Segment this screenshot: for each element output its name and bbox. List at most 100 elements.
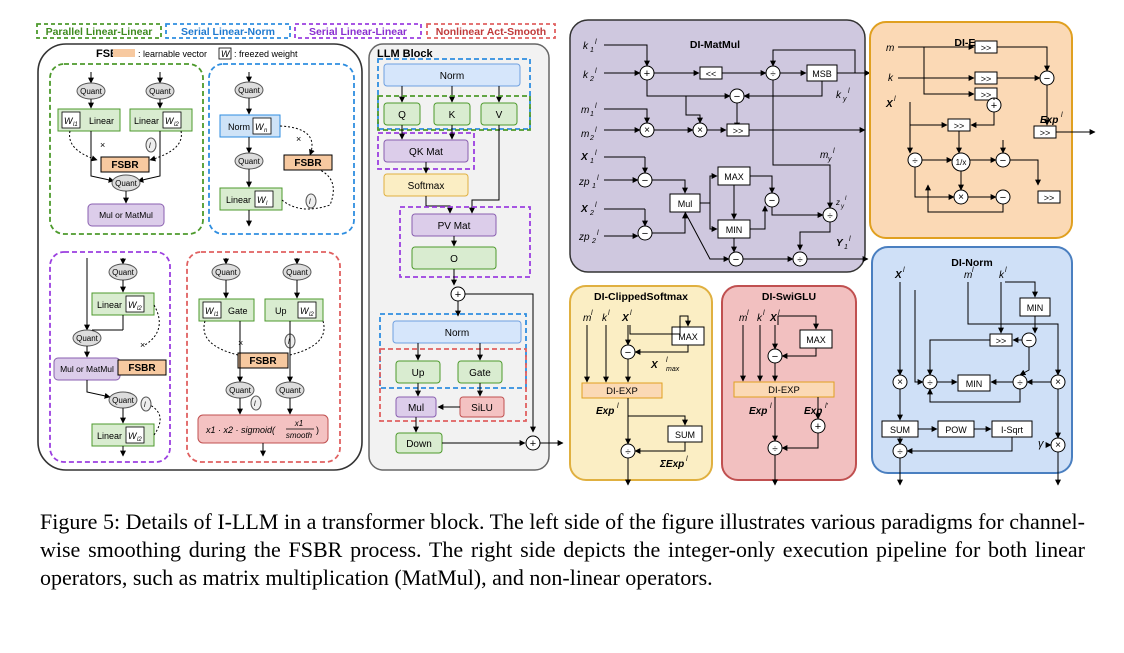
svg-text:2: 2: [589, 135, 594, 142]
svg-text:Quant: Quant: [112, 396, 135, 405]
svg-text:Linear: Linear: [226, 195, 251, 205]
svg-text:×: ×: [296, 134, 301, 144]
learnable-vector-swatch: [113, 49, 135, 57]
svg-text:Quant: Quant: [112, 268, 135, 277]
svg-text:k: k: [757, 313, 763, 324]
svg-text:W: W: [128, 431, 138, 441]
svg-text:y: y: [840, 204, 845, 210]
svg-text:l: l: [894, 96, 896, 103]
svg-text:1: 1: [592, 183, 596, 190]
svg-text:>>: >>: [1040, 128, 1051, 138]
legend-parallel: Parallel Linear-Linear: [46, 26, 153, 38]
svg-text:l2: l2: [174, 122, 179, 128]
svg-text:>>: >>: [954, 121, 965, 131]
svg-text:Norm: Norm: [228, 122, 250, 132]
svg-text:Quant: Quant: [286, 268, 309, 277]
svg-text:l: l: [833, 148, 835, 155]
svg-text:÷: ÷: [797, 255, 803, 266]
svg-text:Exp: Exp: [1040, 115, 1058, 126]
svg-text:+: +: [991, 100, 997, 112]
svg-text:l: l: [1061, 112, 1063, 119]
svg-text:Mul or MatMul: Mul or MatMul: [60, 364, 114, 374]
legend: Parallel Linear-Linear Serial Linear-Nor…: [36, 23, 556, 39]
svg-text:l: l: [597, 230, 599, 237]
svg-text:×: ×: [697, 125, 703, 136]
svg-text:÷: ÷: [625, 447, 631, 458]
svg-text:l: l: [666, 357, 668, 364]
svg-text:FSBR: FSBR: [294, 158, 322, 169]
svg-text:Quant: Quant: [149, 87, 172, 96]
svg-text:>>: >>: [981, 74, 992, 84]
svg-text:FSBR: FSBR: [111, 160, 139, 171]
svg-text:W: W: [205, 306, 215, 316]
svg-text:DI-MatMul: DI-MatMul: [690, 39, 740, 51]
svg-text:k: k: [602, 313, 608, 324]
svg-text:m: m: [964, 270, 972, 281]
svg-text:+: +: [455, 289, 461, 301]
svg-text:Mul: Mul: [678, 199, 693, 209]
svg-text:l: l: [608, 310, 610, 317]
svg-text:×: ×: [1055, 377, 1061, 388]
svg-text:l: l: [617, 403, 619, 410]
svg-text:÷: ÷: [827, 211, 833, 222]
svg-text:max: max: [666, 366, 680, 373]
svg-text:smooth: smooth: [286, 431, 313, 440]
svg-text:l: l: [597, 175, 599, 182]
svg-text:W: W: [300, 306, 310, 316]
svg-text:SiLU: SiLU: [471, 403, 493, 414]
svg-text:l2: l2: [137, 437, 142, 443]
svg-text:k: k: [888, 73, 894, 84]
svg-text:l2: l2: [309, 312, 314, 318]
svg-text:−: −: [733, 254, 739, 266]
svg-text:y: y: [842, 96, 847, 103]
svg-text:W: W: [64, 116, 74, 126]
svg-text:Quant: Quant: [229, 386, 252, 395]
svg-text:Exp: Exp: [596, 406, 614, 417]
svg-text:DI-Norm: DI-Norm: [951, 257, 992, 269]
svg-text:Q: Q: [398, 110, 406, 121]
svg-text:÷: ÷: [927, 378, 933, 389]
svg-text:−: −: [769, 195, 775, 207]
svg-text:l: l: [595, 103, 597, 110]
freezed-note: : freezed weight: [234, 49, 298, 59]
svg-text:l1: l1: [214, 312, 219, 318]
svg-text:Quant: Quant: [215, 268, 238, 277]
svg-text:l: l: [591, 310, 593, 317]
svg-text:l: l: [595, 127, 597, 134]
svg-text:γ: γ: [1038, 438, 1045, 450]
svg-text:m: m: [739, 313, 747, 324]
svg-text:Down: Down: [406, 439, 432, 450]
svg-text:Exp: Exp: [749, 406, 767, 417]
svg-text:k: k: [836, 90, 842, 101]
svg-text:W: W: [257, 195, 267, 205]
svg-text:×: ×: [238, 338, 243, 348]
svg-text:Quant: Quant: [76, 334, 99, 343]
svg-text:2: 2: [591, 238, 596, 245]
svg-text:W: W: [165, 116, 175, 126]
svg-text:X: X: [580, 152, 589, 163]
svg-text:l2: l2: [137, 306, 142, 312]
llm-block: LLM Block Norm Q K V QK Mat Softmax PV M…: [368, 43, 564, 471]
svg-text:−: −: [1000, 155, 1006, 167]
svg-text:+: +: [530, 438, 536, 450]
svg-text:MAX: MAX: [724, 172, 744, 182]
svg-text:x1: x1: [294, 419, 303, 428]
i-llm-diagram: Parallel Linear-Linear Serial Linear-Nor…: [36, 19, 1096, 486]
svg-text:l: l: [763, 310, 765, 317]
svg-text:Linear: Linear: [134, 116, 159, 126]
svg-text:>>: >>: [1044, 193, 1055, 203]
svg-text:1: 1: [844, 244, 848, 251]
svg-text:DI-SwiGLU: DI-SwiGLU: [762, 291, 816, 303]
svg-text:Mul or MatMul: Mul or MatMul: [99, 210, 153, 220]
svg-text:k: k: [999, 270, 1005, 281]
svg-text:÷: ÷: [770, 69, 776, 80]
svg-text:÷: ÷: [772, 444, 778, 455]
figure-caption: Figure 5: Details of I-LLM in a transfor…: [40, 509, 1085, 590]
svg-text:×: ×: [897, 377, 903, 388]
svg-text:+: +: [644, 68, 650, 80]
svg-text:×: ×: [100, 140, 105, 150]
svg-text:POW: POW: [945, 425, 967, 435]
svg-text:m: m: [581, 105, 589, 116]
svg-text:×: ×: [1055, 440, 1061, 451]
svg-text:÷: ÷: [897, 447, 903, 458]
